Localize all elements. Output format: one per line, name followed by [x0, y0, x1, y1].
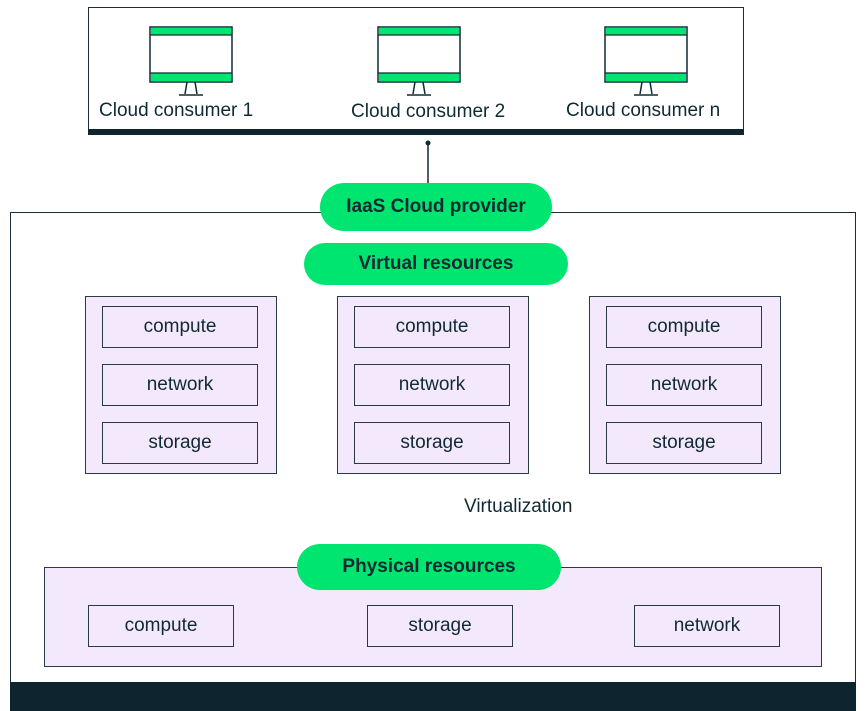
- physical-compute: compute: [88, 605, 234, 647]
- virtual-network-1: network: [102, 364, 258, 406]
- virtual-compute-2: compute: [354, 306, 510, 348]
- virtual-resources-pill: Virtual resources: [304, 243, 568, 285]
- physical-network: network: [634, 605, 780, 647]
- virtualization-label: Virtualization: [464, 496, 573, 517]
- virtual-compute-3: compute: [606, 306, 762, 348]
- consumer-label-n: Cloud consumer n: [566, 100, 721, 121]
- virtual-compute-1: compute: [102, 306, 258, 348]
- provider-footer-bar: [10, 682, 856, 711]
- virtual-storage-3: storage: [606, 422, 762, 464]
- monitor-icon: [149, 26, 233, 101]
- monitor-icon: [604, 26, 688, 101]
- provider-pill: IaaS Cloud provider: [320, 183, 552, 231]
- virtual-storage-1: storage: [102, 422, 258, 464]
- physical-storage: storage: [367, 605, 513, 647]
- physical-resources-pill: Physical resources: [297, 544, 561, 590]
- virtual-network-3: network: [606, 364, 762, 406]
- virtual-storage-2: storage: [354, 422, 510, 464]
- consumer-label-1: Cloud consumer 1: [99, 100, 254, 121]
- monitor-icon: [377, 26, 461, 101]
- link-dot: [425, 140, 431, 146]
- virtual-network-2: network: [354, 364, 510, 406]
- consumer-label-2: Cloud consumer 2: [351, 101, 506, 122]
